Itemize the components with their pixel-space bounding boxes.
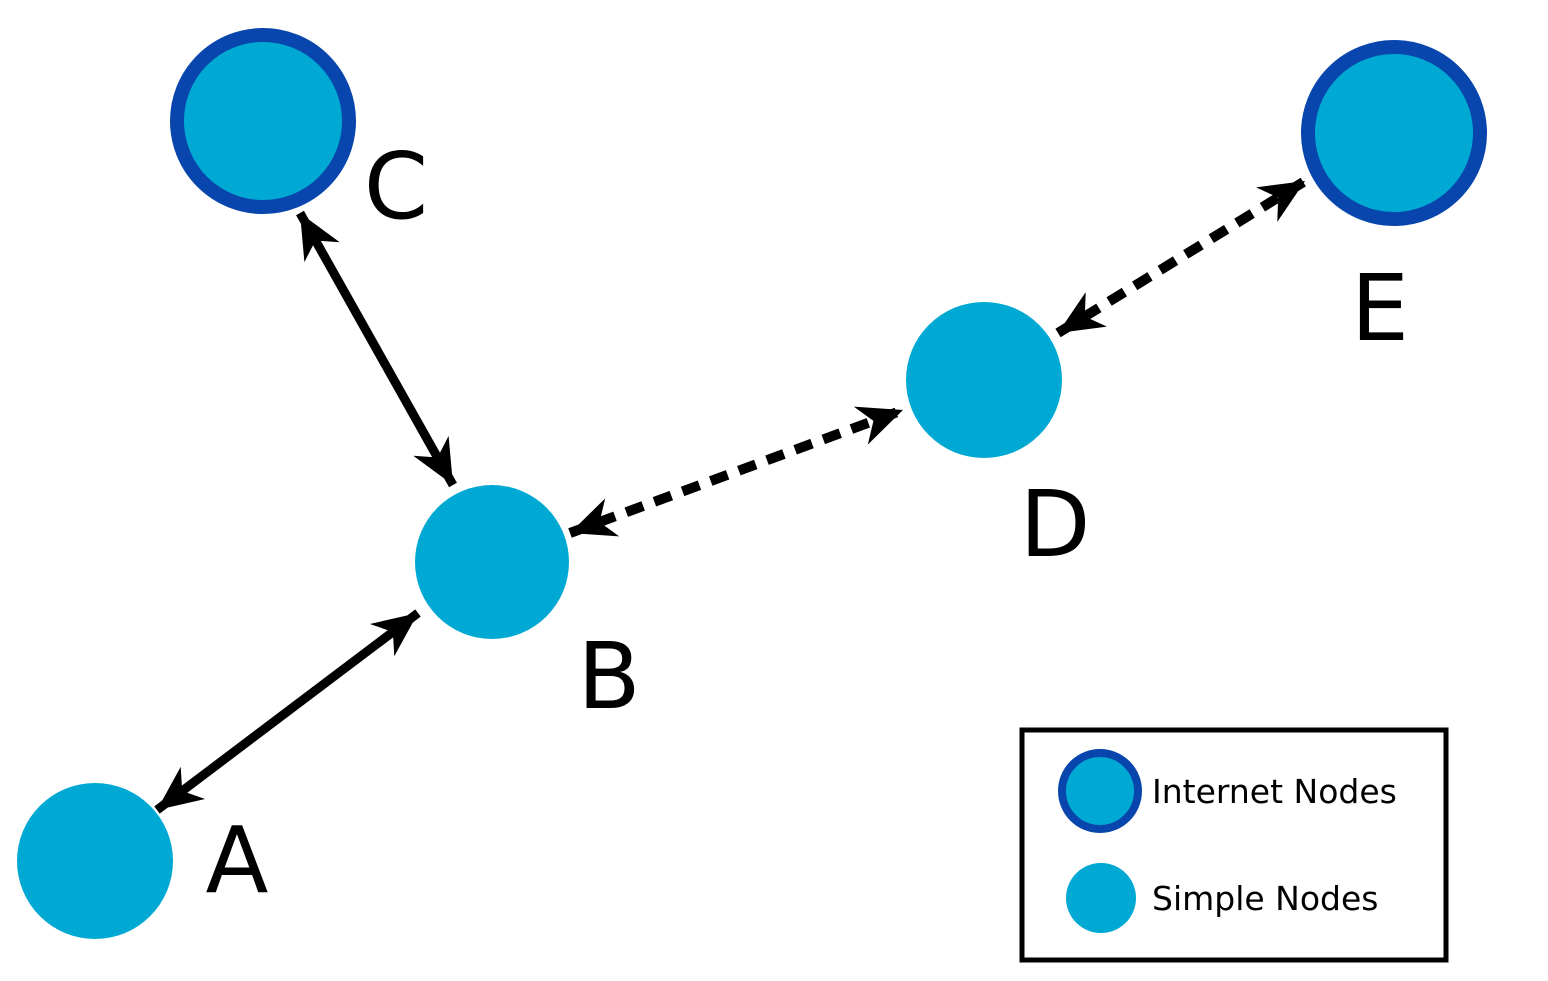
node-a-circle bbox=[17, 783, 173, 939]
simple-node-swatch-icon bbox=[1066, 863, 1136, 933]
node-d-label: D bbox=[1020, 471, 1091, 578]
edge-b-c bbox=[296, 210, 457, 488]
node-e-label: E bbox=[1351, 255, 1409, 362]
node-b-label: B bbox=[577, 623, 640, 730]
edge-a-b bbox=[154, 609, 421, 814]
node-a-label: A bbox=[206, 807, 269, 914]
node-c-label: C bbox=[364, 133, 428, 240]
node-b-circle bbox=[415, 485, 569, 639]
node-e-circle bbox=[1301, 40, 1487, 226]
edge-b-d bbox=[568, 405, 905, 538]
legend-simple-nodes-label: Simple Nodes bbox=[1152, 879, 1379, 918]
node-c-circle bbox=[170, 28, 356, 214]
edge-d-e bbox=[1055, 176, 1308, 338]
internet-node-swatch-icon bbox=[1058, 749, 1142, 833]
legend-internet-nodes-label: Internet Nodes bbox=[1152, 772, 1397, 811]
node-d-circle bbox=[906, 302, 1062, 458]
legend: Internet Nodes Simple Nodes bbox=[1019, 727, 1449, 963]
